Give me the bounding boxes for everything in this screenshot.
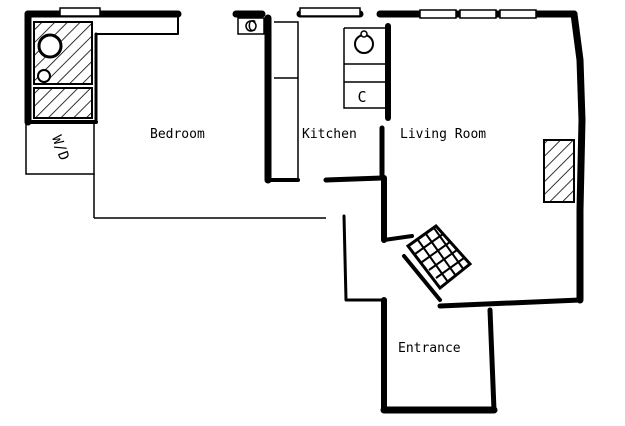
wall-living-bottom xyxy=(437,297,583,309)
washer-dryer-label: W/D xyxy=(48,133,72,162)
walls xyxy=(24,7,586,414)
closet-hatch-bottom xyxy=(33,87,93,119)
wall-top-bedroom-inner xyxy=(95,13,179,35)
hatched-elements xyxy=(33,21,575,203)
wd-closet-outline xyxy=(25,122,95,175)
window-top-living-2 xyxy=(459,9,497,19)
room-label-living-room: Living Room xyxy=(400,127,486,142)
kitchen-fixture-label-2: C xyxy=(357,88,366,106)
kitchen-sink-icon xyxy=(354,30,374,54)
window-top-living-1 xyxy=(419,9,457,19)
room-label-kitchen: Kitchen xyxy=(302,127,357,142)
room-label-bedroom: Bedroom xyxy=(150,127,205,142)
water-heater-icon xyxy=(37,33,63,59)
window-top-left xyxy=(59,7,101,17)
kitchen-fixture-label-1: C xyxy=(247,17,256,35)
window-top-kitchen xyxy=(299,7,361,17)
small-fixture-icon xyxy=(37,69,51,83)
wall-hall-right xyxy=(402,254,442,302)
room-label-entrance: Entrance xyxy=(398,341,461,356)
sink-icon xyxy=(237,17,265,35)
fireplace xyxy=(543,139,575,203)
wall-living-right xyxy=(570,10,586,304)
wall-living-diag xyxy=(382,234,414,242)
wall-entrance-right xyxy=(487,307,497,413)
window-top-living-3 xyxy=(499,9,537,19)
wall-hall-left xyxy=(342,214,386,302)
kitchen-counter xyxy=(274,21,299,181)
stair-lattice xyxy=(405,223,473,291)
kitchen-fixture-divider xyxy=(344,63,386,83)
